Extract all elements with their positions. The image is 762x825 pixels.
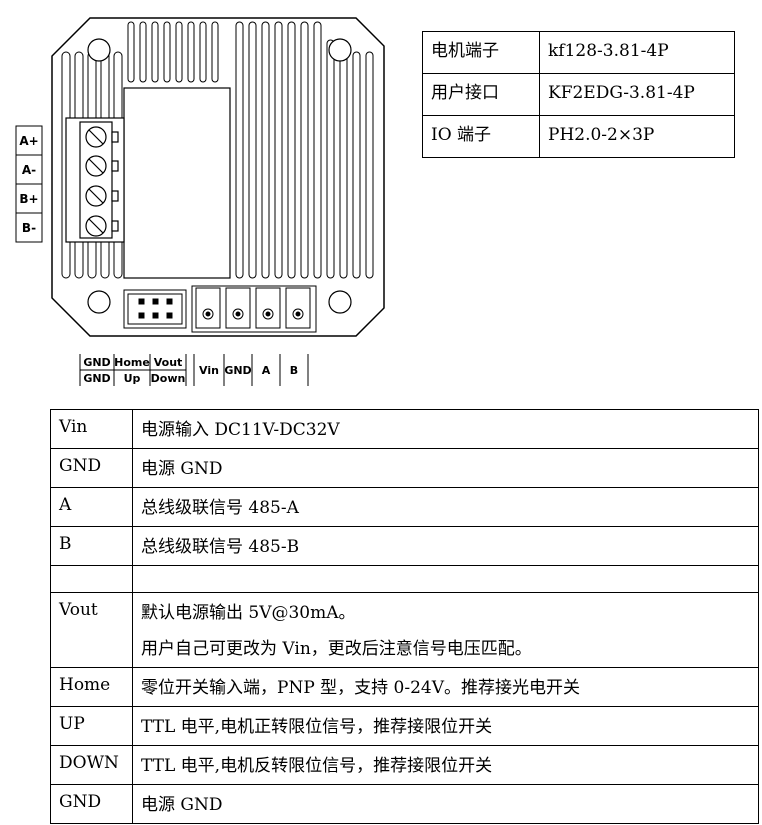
terminal-label-a-plus: A+ (19, 134, 38, 148)
mounting-holes (87, 38, 352, 314)
table-row: A 总线级联信号 485-A (50, 487, 759, 527)
io-label-grid (79, 354, 187, 386)
power-connector (191, 285, 317, 333)
pin-desc: TTL 电平,电机正转限位信号，推荐接限位开关 (132, 706, 759, 746)
io-label-gnd-top: GND (83, 356, 110, 369)
io-label-home: Home (114, 356, 150, 369)
pin-desc-line: 用户自己可更改为 Vin，更改后注意信号电压匹配。 (141, 639, 532, 659)
terminal-label-b-plus: B+ (19, 192, 38, 206)
io-label-gnd-bottom: GND (83, 372, 110, 385)
power-label-grid (193, 354, 309, 386)
table-row: 电机端子 kf128-3.81-4P (422, 31, 735, 74)
board-drawing: A+ A- B+ B- GND Home Vout GND (15, 17, 385, 386)
io-label-down: Down (151, 372, 186, 385)
table-row: DOWN TTL 电平,电机反转限位信号，推荐接限位开关 (50, 745, 759, 785)
left-terminal-labels (15, 125, 43, 243)
table-row: IO 端子 PH2.0-2×3P (422, 115, 735, 158)
power-label-gnd: GND (224, 364, 251, 377)
center-plate (123, 87, 231, 279)
motor-terminal-block (65, 117, 125, 243)
pin-table: Vin 电源输入 DC11V-DC32V GND 电源 GND A 总线级联信号… (50, 409, 759, 824)
pin-desc: 总线级联信号 485-A (132, 487, 759, 527)
table-row: 用户接口 KF2EDG-3.81-4P (422, 73, 735, 116)
terminal-label-b-minus: B- (22, 221, 36, 235)
io-label-vout: Vout (154, 356, 183, 369)
pin-desc-multiline: 默认电源输出 5V@30mA。 用户自己可更改为 Vin，更改后注意信号电压匹配… (132, 592, 759, 668)
table-row-empty (50, 565, 759, 593)
io-header (123, 289, 187, 329)
terminal-label-a-minus: A- (22, 163, 36, 177)
pin-desc: 零位开关输入端，PNP 型，支持 0-24V。推荐接光电开关 (132, 667, 759, 707)
connector-name: IO 端子 (422, 115, 540, 158)
pin-name: Home (50, 667, 133, 707)
table-row: B 总线级联信号 485-B (50, 526, 759, 566)
table-row: UP TTL 电平,电机正转限位信号，推荐接限位开关 (50, 706, 759, 746)
pin-desc (132, 565, 759, 593)
pin-name: UP (50, 706, 133, 746)
pin-desc-line: 默认电源输出 5V@30mA。 (141, 603, 356, 623)
connector-name: 电机端子 (422, 31, 540, 74)
pin-desc: 电源 GND (132, 784, 759, 824)
table-row: Vin 电源输入 DC11V-DC32V (50, 409, 759, 449)
pin-name: DOWN (50, 745, 133, 785)
power-label-b: B (290, 364, 298, 377)
pin-desc: 电源输入 DC11V-DC32V (132, 409, 759, 449)
connector-name: 用户接口 (422, 73, 540, 116)
table-row: Home 零位开关输入端，PNP 型，支持 0-24V。推荐接光电开关 (50, 667, 759, 707)
pin-name (50, 565, 133, 593)
connector-value: kf128-3.81-4P (539, 31, 735, 74)
pin-name: GND (50, 448, 133, 488)
connector-value: KF2EDG-3.81-4P (539, 73, 735, 116)
pin-name: GND (50, 784, 133, 824)
connector-table: 电机端子 kf128-3.81-4P 用户接口 KF2EDG-3.81-4P I… (422, 31, 735, 158)
pin-desc: 电源 GND (132, 448, 759, 488)
power-label-vin: Vin (199, 364, 219, 377)
pin-desc: 总线级联信号 485-B (132, 526, 759, 566)
pin-desc: TTL 电平,电机反转限位信号，推荐接限位开关 (132, 745, 759, 785)
pin-name: B (50, 526, 133, 566)
connector-value: PH2.0-2×3P (539, 115, 735, 158)
table-row: GND 电源 GND (50, 448, 759, 488)
table-row: GND 电源 GND (50, 784, 759, 824)
pin-name: Vin (50, 409, 133, 449)
table-row: Vout 默认电源输出 5V@30mA。 用户自己可更改为 Vin，更改后注意信… (50, 592, 759, 668)
pin-name: Vout (50, 592, 133, 668)
io-label-up: Up (124, 372, 141, 385)
power-label-a: A (262, 364, 271, 377)
heatsink-fins (61, 21, 374, 279)
pin-name: A (50, 487, 133, 527)
